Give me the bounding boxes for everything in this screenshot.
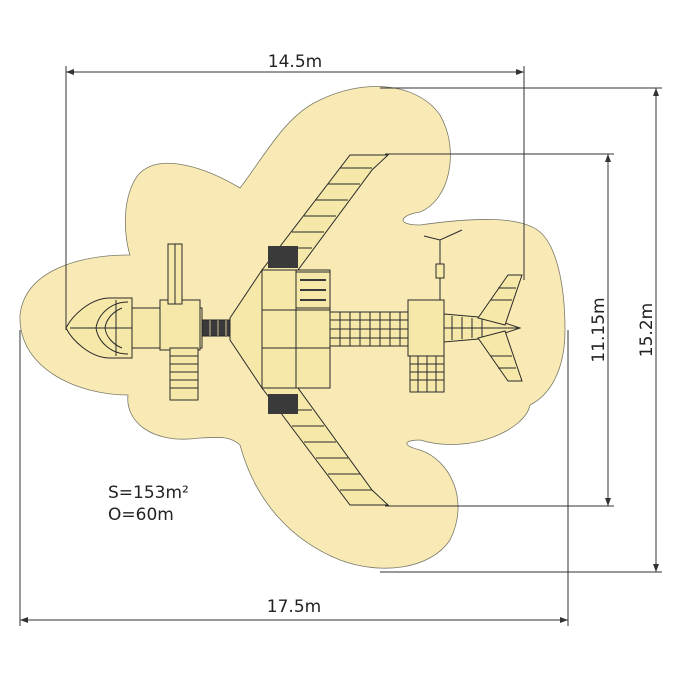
dimension-bottom-label: 17.5m xyxy=(267,597,321,617)
dimension-bottom: 17.5m xyxy=(19,330,569,626)
dimension-outer-height-label: 15.2m xyxy=(637,303,657,357)
structure-wings xyxy=(229,154,390,506)
dimension-top: 14.5m xyxy=(65,52,525,330)
structure-net xyxy=(329,311,409,347)
structure-tail xyxy=(407,229,523,393)
dimension-inner-height-label: 11.15m xyxy=(589,297,609,362)
dimension-inner-height: 11.15m xyxy=(385,153,614,507)
dimension-outer-height: 15.2m xyxy=(380,87,662,573)
perimeter-label: O=60m xyxy=(108,505,174,525)
structure-fuselage-front xyxy=(131,243,203,401)
area-label: S=153m² xyxy=(108,483,189,503)
dimension-top-label: 14.5m xyxy=(268,52,322,72)
